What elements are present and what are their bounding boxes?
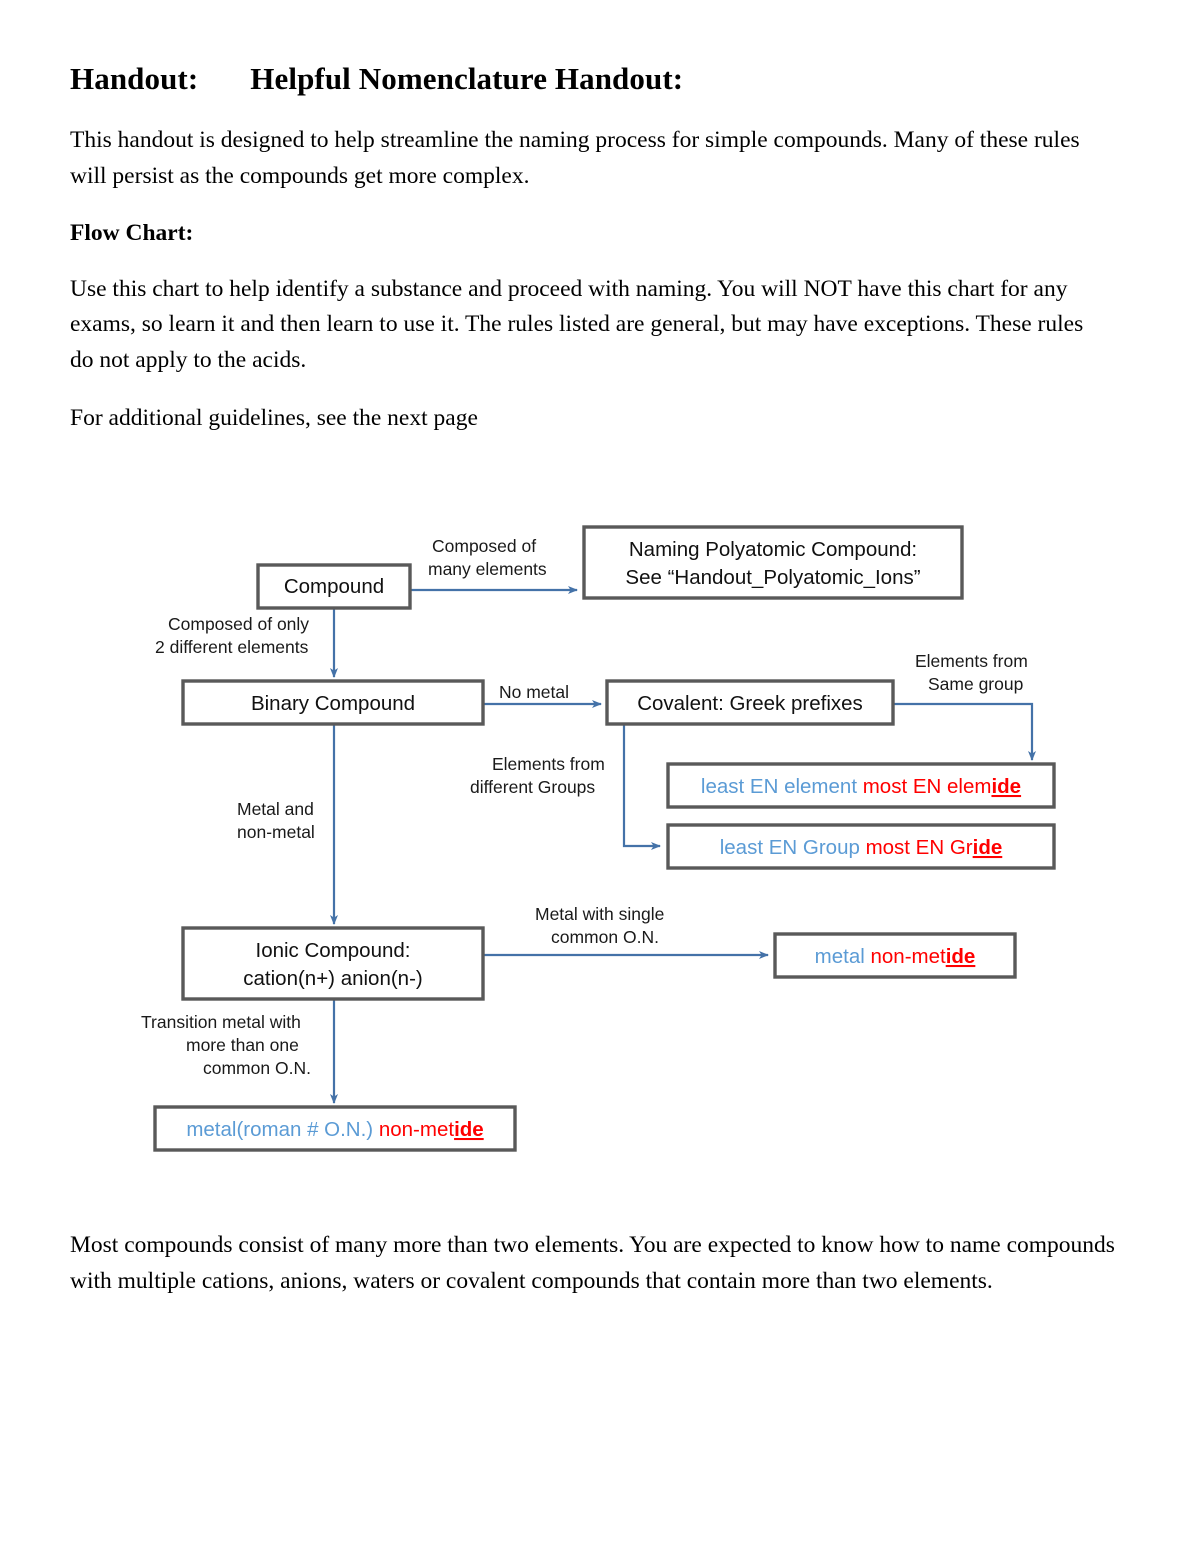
same-group-suffix-ide: ide (991, 775, 1021, 798)
edge-covalent-to-diff-group-result (622, 724, 661, 850)
node-same-group-result[interactable]: least EN element most EN elemide (666, 762, 1056, 809)
edge-label-many-elements-line2: many elements (428, 559, 547, 579)
single-on-blue-part: metal (815, 945, 871, 968)
title-label: Handout: (70, 61, 199, 96)
node-ionic-compound[interactable]: Ionic Compound: cation(n+) anion(n-) (181, 926, 485, 1001)
single-on-suffix-ide: ide (946, 945, 976, 968)
node-diff-group-result[interactable]: least EN Group most EN Gride (666, 823, 1056, 870)
node-compound[interactable]: Compound (256, 563, 412, 610)
same-group-blue-part: least EN element (701, 775, 863, 798)
node-polyatomic-line1: Naming Polyatomic Compound: (629, 538, 917, 561)
nomenclature-flowchart: Composed of many elements Composed of on… (0, 505, 1200, 1185)
same-group-red-part: most EN elem (863, 775, 992, 798)
diff-group-blue-part: least EN Group (720, 836, 866, 859)
multi-on-red-part: non-met (379, 1118, 455, 1141)
edge-label-transition-line3: common O.N. (203, 1058, 311, 1078)
node-multi-on-result[interactable]: metal(roman # O.N.) non-metide (153, 1105, 517, 1152)
node-diff-group-result-label: least EN Group most EN Gride (720, 836, 1003, 859)
node-single-on-result[interactable]: metal non-metide (773, 932, 1017, 979)
node-multi-on-result-label: metal(roman # O.N.) non-metide (186, 1118, 483, 1141)
node-covalent-label: Covalent: Greek prefixes (637, 692, 863, 715)
edge-label-same-group-line2: Same group (928, 674, 1023, 694)
edge-label-transition-line2: more than one (186, 1035, 299, 1055)
additional-guidelines-note: For additional guidelines, see the next … (70, 404, 478, 431)
edge-label-diff-group-line2: different Groups (470, 777, 595, 797)
edge-label-diff-group-line1: Elements from (492, 754, 605, 774)
document-header-section: Handout: Helpful Nomenclature Handout: Th… (70, 60, 1110, 458)
page-title: Handout: Helpful Nomenclature Handout: (70, 60, 1110, 97)
node-single-on-result-label: metal non-metide (815, 945, 976, 968)
node-ionic-line2: cation(n+) anion(n-) (243, 967, 422, 990)
single-on-red-part: non-met (870, 945, 946, 968)
node-compound-label: Compound (284, 575, 384, 598)
node-binary-compound[interactable]: Binary Compound (181, 679, 485, 726)
diff-group-suffix-ide: ide (973, 836, 1003, 859)
document-footer-section: Most compounds consist of many more than… (70, 1228, 1115, 1321)
flowchart-svg: Composed of many elements Composed of on… (141, 525, 1056, 1152)
edge-label-transition-line1: Transition metal with (141, 1012, 301, 1032)
node-binary-compound-label: Binary Compound (251, 692, 415, 715)
edge-label-single-on-line1: Metal with single (535, 904, 664, 924)
edge-label-two-elements-line1: Composed of only (168, 614, 309, 634)
node-covalent[interactable]: Covalent: Greek prefixes (605, 679, 895, 726)
edge-label-metal-nonmetal-line1: Metal and (237, 799, 314, 819)
node-same-group-result-label: least EN element most EN elemide (701, 775, 1021, 798)
flowchart-heading: Flow Chart: (70, 219, 194, 246)
edge-covalent-to-same-group-result (893, 702, 1036, 761)
edge-label-two-elements-line2: 2 different elements (155, 637, 309, 657)
closing-paragraph: Most compounds consist of many more than… (70, 1232, 1115, 1294)
multi-on-blue-part: metal(roman # O.N.) (186, 1118, 379, 1141)
node-polyatomic-line2: See “Handout_Polyatomic_Ions” (625, 566, 920, 589)
title-main: Helpful Nomenclature Handout: (250, 61, 684, 96)
node-ionic-line1: Ionic Compound: (256, 939, 411, 962)
edge-label-metal-nonmetal-line2: non-metal (237, 822, 315, 842)
node-polyatomic-handout[interactable]: Naming Polyatomic Compound: See “Handout… (582, 525, 964, 600)
edge-label-many-elements-line1: Composed of (432, 536, 536, 556)
flowchart-intro-paragraph: Use this chart to help identify a substa… (70, 275, 1084, 373)
intro-paragraph: This handout is designed to help streaml… (70, 127, 1080, 189)
multi-on-suffix-ide: ide (454, 1118, 484, 1141)
diff-group-red-part: most EN Gr (866, 836, 973, 859)
edge-label-same-group-line1: Elements from (915, 651, 1028, 671)
edge-label-single-on-line2: common O.N. (551, 927, 659, 947)
edge-label-no-metal: No metal (499, 682, 569, 702)
